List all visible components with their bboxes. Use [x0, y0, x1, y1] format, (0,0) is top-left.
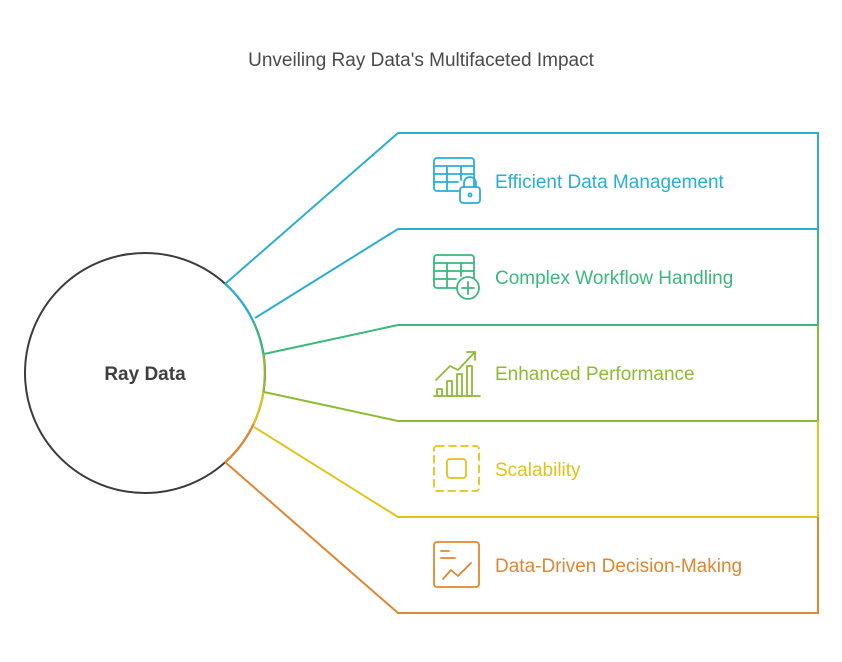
branch-data-driven-decision-making: Data-Driven Decision-Making: [224, 461, 819, 614]
arc-5: [224, 423, 255, 464]
branch-label: Enhanced Performance: [495, 364, 695, 385]
arc-4: [252, 391, 265, 425]
arc-2: [252, 321, 265, 355]
table-lock-icon: [433, 157, 481, 204]
branch-label: Scalability: [495, 460, 581, 481]
branch-enhanced-performance: Enhanced Performance: [263, 325, 819, 422]
arc-3: [262, 353, 266, 393]
branch-label: Data-Driven Decision-Making: [495, 556, 742, 577]
scale-square-icon: [433, 445, 480, 492]
branch-label: Efficient Data Management: [495, 172, 725, 193]
diagram-title: Unveiling Ray Data's Multifaceted Impact: [248, 50, 594, 71]
center-label: Ray Data: [104, 364, 186, 385]
branch-scalability: Scalability: [253, 421, 819, 518]
arc-1: [224, 282, 255, 323]
table-plus-icon: [433, 254, 480, 300]
report-chart-icon: [433, 541, 480, 588]
growth-chart-icon: [433, 351, 481, 397]
branch-efficient-data-management: Efficient Data Management: [224, 132, 819, 319]
branch-complex-workflow-handling: Complex Workflow Handling: [263, 229, 819, 355]
branch-label: Complex Workflow Handling: [495, 268, 733, 289]
